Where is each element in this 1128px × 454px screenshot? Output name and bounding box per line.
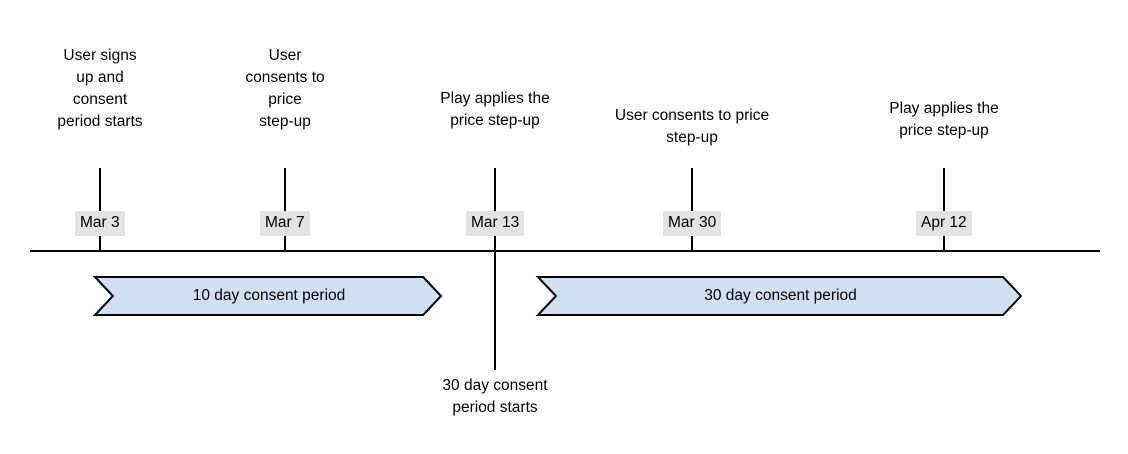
event-label-signup: User signs up and consent period starts	[57, 47, 143, 130]
event-label-first-step-up: Play applies the price step-up	[440, 90, 550, 129]
event-tick-second-step-up	[943, 168, 945, 250]
date-chip-second-consent: Mar 30	[663, 211, 722, 236]
date-chip-first-consent: Mar 7	[260, 211, 310, 236]
event-tick-first-consent	[284, 168, 286, 250]
date-chip-second-step-up: Apr 12	[916, 211, 972, 236]
banner-arrow-shape	[535, 276, 1023, 316]
event-label-first-consent: User consents to price step-up	[245, 47, 325, 130]
timeline-axis	[30, 250, 1100, 252]
date-chip-first-step-up: Mar 13	[466, 211, 525, 236]
callout-note-thirty-day-start: 30 day consent period starts	[442, 377, 548, 416]
banner-arrow-shape	[92, 276, 443, 316]
event-label-second-consent: User consents to price step-up	[614, 107, 770, 146]
consent-banner-ten-day-consent: 10 day consent period	[92, 276, 443, 316]
event-tick-second-consent	[691, 168, 693, 250]
event-tick-signup	[99, 168, 101, 250]
consent-banner-thirty-day-consent: 30 day consent period	[535, 276, 1023, 316]
event-tick-first-step-up	[494, 168, 496, 370]
event-label-second-step-up: Play applies the price step-up	[889, 100, 999, 139]
date-chip-signup: Mar 3	[75, 211, 125, 236]
